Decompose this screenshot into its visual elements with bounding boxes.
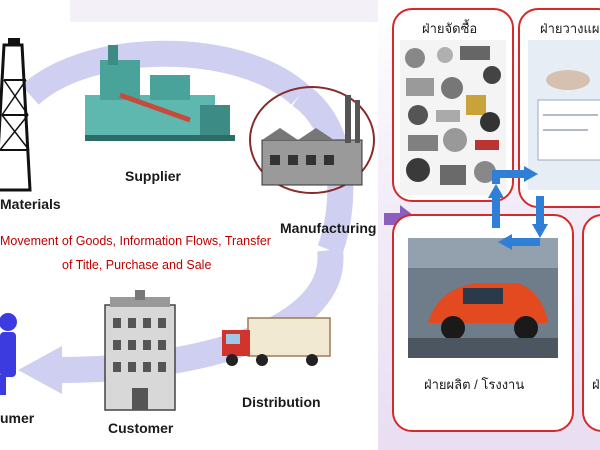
truck-icon (222, 317, 331, 366)
panel-partial-title: ฝ่ (592, 377, 600, 392)
label-manufacturing: Manufacturing (280, 220, 377, 236)
panel-production: ฝ่ายผลิต / โรงงาน (392, 214, 574, 432)
circular-flow-arrow (21, 40, 309, 105)
cycle-arrows-icon (488, 166, 548, 250)
supplier-plant-icon (85, 45, 235, 141)
label-materials: Materials (0, 196, 61, 212)
manufacturing-highlight-ellipse (249, 86, 375, 194)
panel-partial: ฝ่ (582, 214, 600, 432)
supply-chain-flow (0, 38, 375, 411)
label-distribution: Distribution (242, 394, 321, 410)
label-consumer: umer (0, 410, 35, 426)
flow-arrowhead (18, 346, 62, 394)
label-supplier: Supplier (125, 168, 182, 184)
factory-icon (261, 95, 363, 186)
panel-purchasing: ฝ่ายจัดซื้อ (392, 8, 514, 202)
panel-production-title: ฝ่ายผลิต / โรงงาน (424, 377, 525, 392)
customer-building-icon (104, 290, 176, 411)
oil-derrick-icon (0, 38, 32, 192)
auto-parts-collage (400, 40, 506, 195)
flow-description-line1: Movement of Goods, Information Flows, Tr… (0, 234, 271, 248)
panel-purchasing-title: ฝ่ายจัดซื้อ (422, 21, 478, 36)
label-customer: Customer (108, 420, 174, 436)
flow-description-line2: of Title, Purchase and Sale (62, 258, 212, 272)
consumer-person-icon (0, 313, 17, 395)
car-factory-photo (408, 238, 558, 358)
top-band (70, 0, 380, 22)
panel-planning-title: ฝ่ายวางแผ (540, 21, 600, 36)
planning-photo (528, 40, 600, 190)
panel-planning: ฝ่ายวางแผ (518, 8, 600, 208)
